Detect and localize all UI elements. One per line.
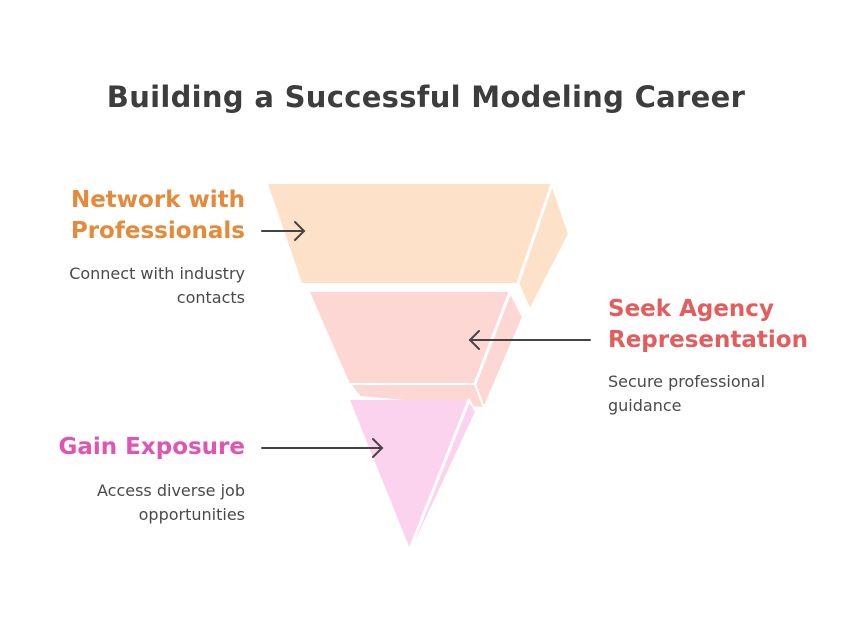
- arrowhead-right-icon: [294, 221, 306, 241]
- stage-network-heading-line1: Network with: [70, 187, 245, 213]
- tier-2-front: [310, 292, 510, 384]
- stage-network-desc-line1: Connect with industry: [69, 264, 245, 283]
- stage-exposure-heading-line1: Gain Exposure: [58, 434, 245, 460]
- stage-exposure-desc-line1: Access diverse job: [96, 481, 245, 500]
- arrow-agency: [468, 330, 591, 350]
- stage-network-description: Connect with industry contacts: [20, 262, 245, 310]
- stage-agency-heading-line2: Representation: [608, 327, 808, 353]
- funnel-tier-exposure: [350, 397, 478, 550]
- funnel-tier-network: [268, 180, 571, 313]
- tier-3-front: [350, 400, 469, 549]
- stage-agency-desc-line2: guidance: [608, 396, 682, 415]
- arrowhead-right-icon: [372, 438, 384, 458]
- arrow-exposure: [261, 438, 384, 458]
- stage-exposure-desc-line2: opportunities: [138, 505, 245, 524]
- stage-agency-heading: Seek Agency Representation: [608, 294, 838, 356]
- tier-3-edge: [408, 399, 471, 550]
- stage-network-heading-line2: Professionals: [70, 218, 245, 244]
- stage-agency-desc-line1: Secure professional: [608, 372, 766, 391]
- tier-1-edge: [516, 183, 554, 284]
- diagram-title: Building a Successful Modeling Career: [106, 80, 746, 114]
- tier-2-edge: [473, 291, 512, 385]
- stage-network-desc-line2: contacts: [176, 288, 245, 307]
- stage-agency-heading-line1: Seek Agency: [608, 296, 774, 322]
- funnel-tier-agency: [310, 289, 525, 411]
- stage-exposure-description: Access diverse job opportunities: [20, 479, 245, 527]
- stage-exposure-heading: Gain Exposure: [20, 432, 245, 463]
- stage-agency-description: Secure professional guidance: [608, 370, 838, 418]
- stage-network-heading: Network with Professionals: [20, 185, 245, 247]
- tier-1-front: [268, 184, 552, 283]
- arrowhead-left-icon: [468, 330, 480, 350]
- arrow-network: [261, 221, 306, 241]
